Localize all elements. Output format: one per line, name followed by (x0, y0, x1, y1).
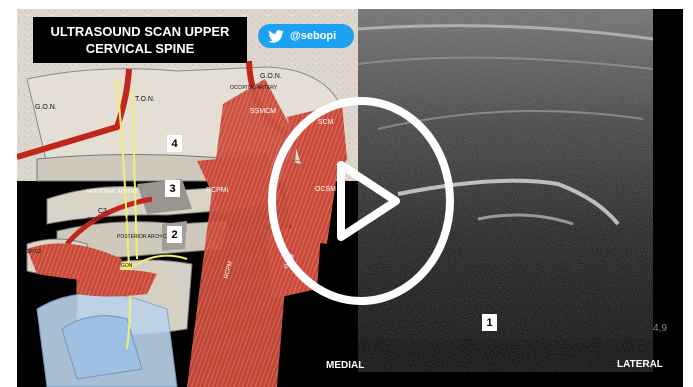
label-gon-bottom: GON (121, 263, 132, 269)
ultrasound-marker: 1 (482, 314, 497, 331)
video-frame[interactable]: ULTRASOUND SCAN UPPER CERVICAL SPINE @se… (17, 9, 683, 387)
twitter-handle: @sebopi (290, 30, 336, 42)
title-line-1: ULTRASOUND SCAN UPPER (33, 23, 247, 40)
label-ton: T.O.N. (135, 96, 155, 103)
label-posterior-arch: POSTERIOR ARCH C1 (117, 234, 170, 240)
label-rcpmi: RCPMi (206, 187, 228, 194)
twitter-bird-icon (268, 30, 284, 43)
title-line-2: CERVICAL SPINE (33, 40, 247, 57)
level-number-2: 2 (167, 226, 182, 243)
label-gon-left: G.O.N. (35, 104, 57, 111)
label-occipital-artery: OCCIPITAL ARTERY (230, 85, 277, 91)
title-banner: ULTRASOUND SCAN UPPER CERVICAL SPINE (33, 17, 247, 63)
label-sp-c2: SP C2 (27, 249, 41, 255)
label-vertebral-artery: VERTEBRAL ARTERY (87, 189, 138, 195)
label-c3: C3 (98, 208, 107, 215)
depth-label: 4,9 (653, 323, 667, 334)
play-button[interactable] (266, 95, 456, 307)
level-number-4: 4 (167, 135, 182, 152)
level-number-3: 3 (165, 180, 180, 197)
lateral-label: LATERAL (617, 359, 663, 370)
play-icon (266, 95, 456, 307)
twitter-badge[interactable]: @sebopi (258, 24, 354, 48)
label-gon-right: G.O.N. (260, 73, 282, 80)
label-c3-sub: OCCIPITAL NERVE (87, 217, 131, 223)
medial-label: MEDIAL (326, 360, 364, 371)
